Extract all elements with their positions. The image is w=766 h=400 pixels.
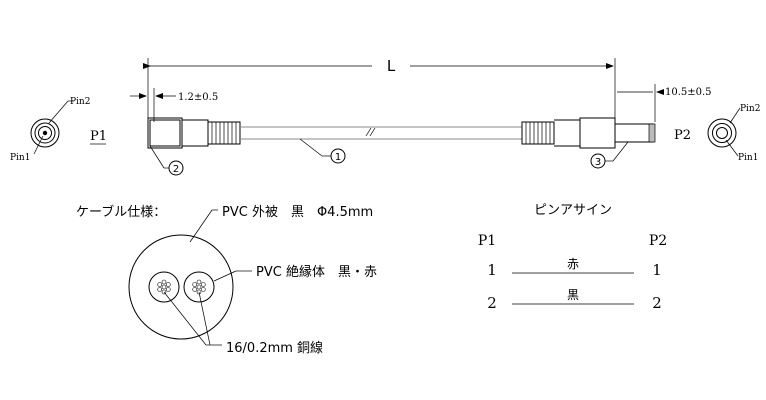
callout-3: 3 bbox=[590, 141, 629, 169]
cable-spec-heading: ケーブル仕様： bbox=[76, 204, 166, 220]
row1-p2: 1 bbox=[652, 261, 662, 279]
p1-label: P1 bbox=[90, 129, 107, 144]
p1-pin2-label: Pin2 bbox=[70, 97, 90, 107]
p2-connector bbox=[521, 117, 656, 149]
pin-assignment-table: ピンアサイン P1 P2 1 赤 1 2 黒 2 bbox=[478, 203, 667, 312]
row1-p1: 1 bbox=[487, 261, 497, 279]
row2-p2: 2 bbox=[652, 294, 662, 312]
row1-color: 赤 bbox=[567, 257, 579, 271]
conductor-spec: 16/0.2mm 銅線 bbox=[226, 340, 323, 356]
callout-1: 1 bbox=[299, 138, 346, 164]
p2-pin1-label: Pin1 bbox=[738, 153, 758, 163]
dim-left-label: 1.2±0.5 bbox=[178, 92, 218, 103]
callout-2: 2 bbox=[149, 145, 184, 176]
p2-pin2-label: Pin2 bbox=[740, 104, 760, 114]
svg-text:2: 2 bbox=[173, 164, 179, 175]
length-label: L bbox=[387, 57, 396, 75]
insulation-spec: PVC 絶縁体 黒・赤 bbox=[256, 264, 377, 280]
length-dimension: L bbox=[143, 57, 616, 120]
cable-cross-section bbox=[128, 209, 252, 346]
p1-pin1-label: Pin1 bbox=[10, 153, 30, 163]
dim-right: 10.5±0.5 bbox=[617, 84, 712, 122]
svg-text:1: 1 bbox=[335, 152, 341, 163]
p2-end-view: Pin2 Pin1 bbox=[707, 104, 760, 163]
p2-label: P2 bbox=[674, 128, 691, 143]
sheath-spec: PVC 外被 黒 Φ4.5mm bbox=[222, 205, 373, 220]
row2-color: 黒 bbox=[567, 288, 579, 302]
col-p1: P1 bbox=[478, 233, 496, 249]
p1-end-view: Pin2 Pin1 bbox=[10, 97, 90, 163]
row2-p1: 2 bbox=[487, 294, 497, 312]
pin-assignment-title: ピンアサイン bbox=[534, 203, 612, 218]
cable-body bbox=[240, 126, 522, 140]
dim-left: 1.2±0.5 bbox=[130, 88, 218, 122]
p1-connector bbox=[147, 117, 241, 149]
svg-text:3: 3 bbox=[595, 157, 601, 168]
col-p2: P2 bbox=[649, 233, 667, 249]
dim-right-label: 10.5±0.5 bbox=[665, 87, 712, 98]
